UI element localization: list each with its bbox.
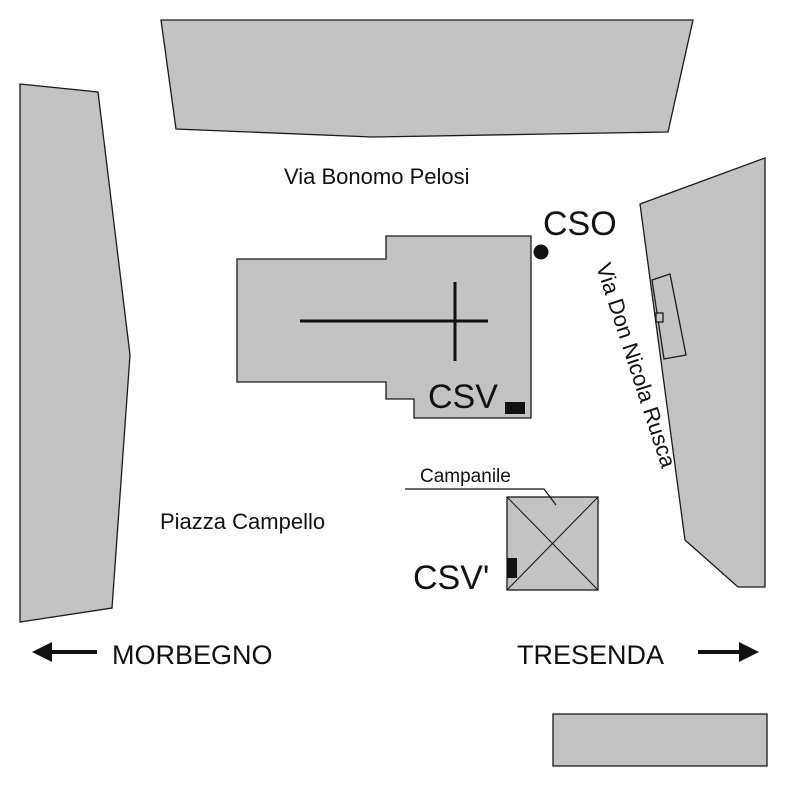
building-east — [639, 157, 766, 588]
direction-morbegno: MORBEGNO — [32, 640, 273, 670]
direction-label-tresenda: TRESENDA — [517, 640, 664, 670]
building-west — [19, 83, 131, 623]
direction-label-morbegno: MORBEGNO — [112, 640, 273, 670]
csv-prime-station-marker — [507, 558, 517, 578]
arrow-right-icon-head — [739, 642, 759, 662]
cso-label: CSO — [543, 205, 617, 243]
campanile-diagonal-2 — [506, 496, 599, 591]
csv-label: CSV — [428, 378, 498, 416]
building-east-annex — [651, 273, 687, 360]
campanile-leader-line — [405, 488, 557, 506]
church — [236, 235, 532, 419]
cso-station-marker — [533, 244, 549, 260]
campanile — [506, 496, 599, 591]
building-north — [160, 19, 694, 138]
csv-station-marker — [505, 402, 525, 414]
building-east-annex-notch — [655, 312, 664, 323]
piazza-label: Piazza Campello — [160, 509, 325, 534]
building-south-east — [552, 713, 768, 767]
arrow-left-icon-head — [32, 642, 52, 662]
direction-tresenda: TRESENDA — [517, 640, 759, 670]
csv-prime-label: CSV' — [413, 559, 489, 597]
street-label-bonomo-pelosi: Via Bonomo Pelosi — [284, 164, 470, 189]
campanile-label: Campanile — [420, 466, 511, 487]
